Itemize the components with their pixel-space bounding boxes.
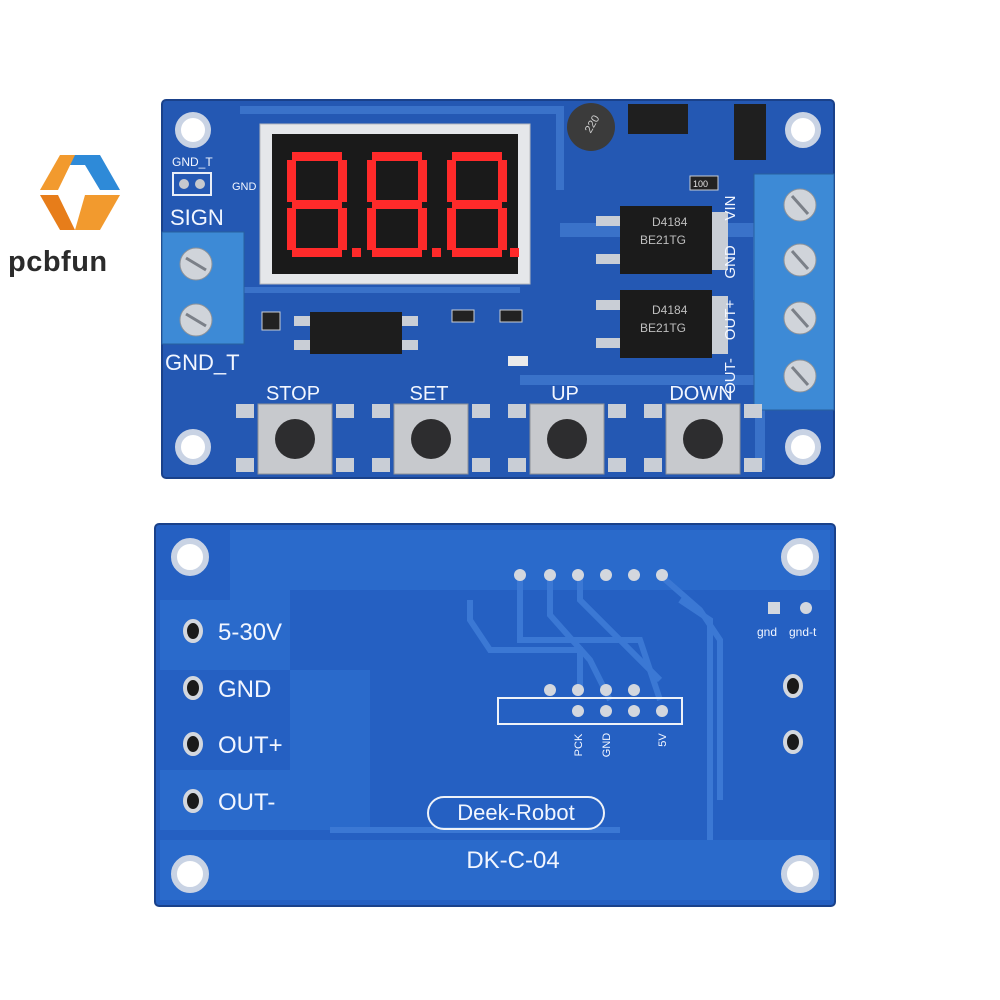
bottom-left-pads [183,619,203,813]
gnd-small-bottom-label: gnd [757,625,777,639]
pck-label: PCK [573,733,585,756]
display-digit-2 [367,152,441,257]
mosfet-1 [620,206,712,274]
regulator [734,104,766,160]
resistor-label: 100 [693,179,708,189]
top-board: GND_T GND SIGN GND_T 220 100 D4184 BE21T… [161,99,835,479]
led [508,356,528,366]
out-plus-bottom-label: OUT+ [218,732,283,759]
out-minus-bottom-label: OUT- [218,789,275,816]
up-label: UP [551,383,579,405]
brand-name: pcbfun [8,246,108,278]
stop-button[interactable]: STOP [236,383,354,475]
vin-label: VIN [722,195,739,220]
top-mount-hole-br [785,429,821,465]
out-plus-label: OUT+ [722,300,739,341]
diode [628,104,688,134]
sign-label: SIGN [170,205,224,230]
model-label: DK-C-04 [466,847,559,874]
gnd-t-small-label: GND_T [172,155,213,169]
set-label: SET [410,383,449,405]
bottom-mount-hole-tl [171,538,209,576]
brand-logo [30,150,130,240]
top-mount-hole-tl [175,112,211,148]
up-button[interactable]: UP [508,383,626,475]
v-range-label: 5-30V [218,619,282,646]
sign-jumper [172,172,212,196]
bottom-mount-hole-bl [171,855,209,893]
gnd-small-label: GND [232,181,257,193]
mosfet-2-sub: BE21TG [640,321,686,335]
gnd-t-label: GND_T [165,350,240,375]
down-label: DOWN [669,383,732,405]
inductor [567,103,615,151]
display-digit-1 [287,152,361,257]
pcbfun-logo-icon [40,155,120,230]
bottom-board: PCK GND 5V gnd gnd-t 5-30V GND OUT+ OUT-… [154,523,836,907]
stop-label: STOP [266,383,320,405]
5v-label: 5V [657,733,669,747]
bottom-mount-hole-tr [781,538,819,576]
gnd-label: GND [722,245,739,279]
mosfet-1-sub: BE21TG [640,233,686,247]
set-button[interactable]: SET [372,383,490,475]
top-mount-hole-tr [785,112,821,148]
gnd-t-small-bottom-label: gnd-t [789,625,817,639]
bottom-mount-hole-br [781,855,819,893]
mosfet-2-label: D4184 [652,303,688,317]
mosfet-1-label: D4184 [652,215,688,229]
maker-label: Deek-Robot [457,800,574,825]
gnd-bottom-label: GND [218,676,271,703]
gnd-vertical-label: GND [601,733,613,758]
display-digit-3 [447,152,519,257]
mosfet-2 [620,290,712,358]
optocoupler-chip [310,312,402,354]
programming-header [497,697,683,725]
out-minus-label: OUT- [722,358,739,394]
maker-badge [427,796,605,830]
down-button[interactable]: DOWN [644,383,762,475]
top-mount-hole-bl [175,429,211,465]
